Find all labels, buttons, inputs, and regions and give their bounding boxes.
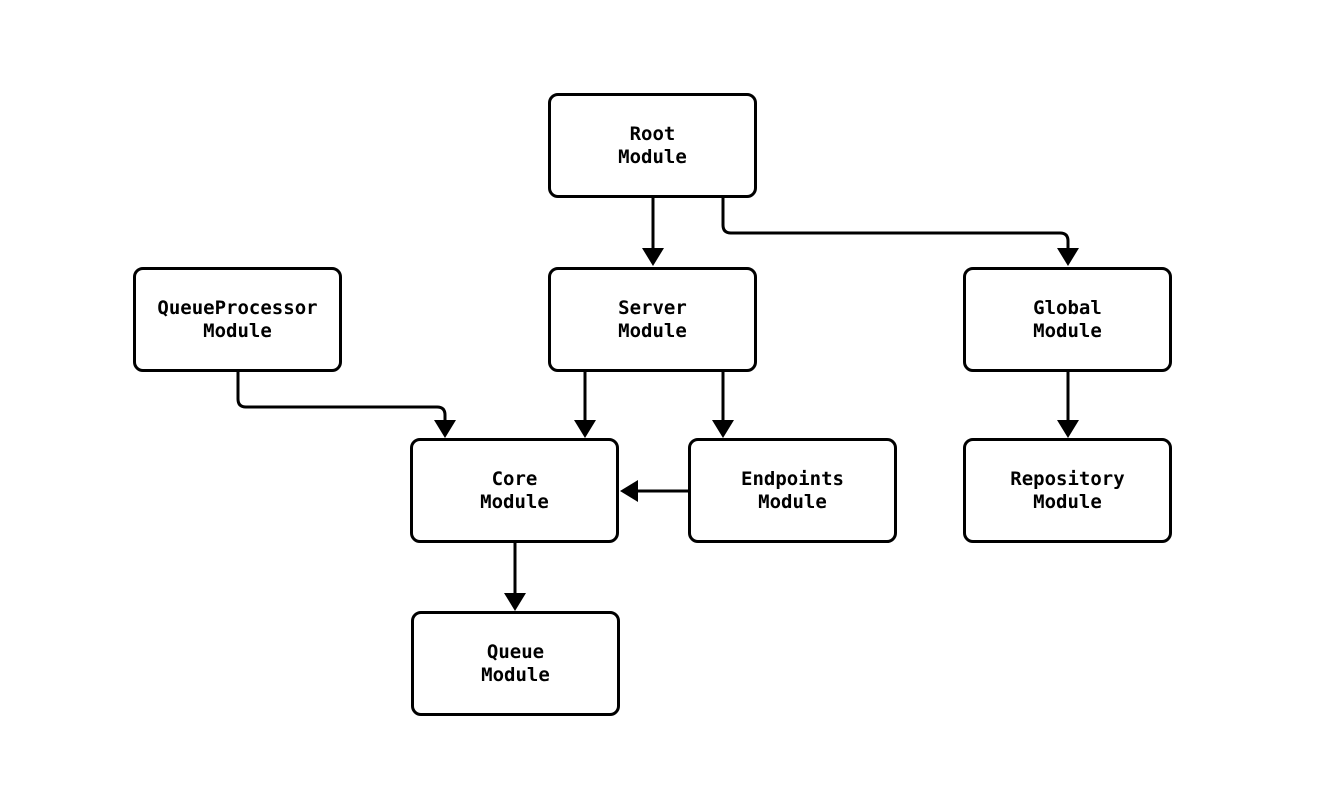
edge-server-to-endpoints [712, 372, 734, 438]
node-queue-module: Queue Module [411, 611, 620, 716]
node-endpoints-module-label: Endpoints Module [741, 467, 844, 513]
edge-root-to-server [642, 198, 664, 266]
edge-root-to-global [721, 198, 1079, 266]
edge-core-to-queue [504, 543, 526, 611]
arrowhead-icon [574, 420, 596, 438]
edge-global-to-repository [1057, 372, 1079, 438]
node-endpoints-module: Endpoints Module [688, 438, 897, 543]
node-core-module-label: Core Module [480, 467, 549, 513]
node-repository-module: Repository Module [963, 438, 1172, 543]
node-server-module-label: Server Module [618, 296, 687, 342]
edge-queueprocessor-to-core [236, 372, 456, 438]
node-repository-module-label: Repository Module [1010, 467, 1125, 513]
node-global-module: Global Module [963, 267, 1172, 372]
node-core-module: Core Module [410, 438, 619, 543]
arrowhead-icon [434, 420, 456, 438]
node-global-module-label: Global Module [1033, 296, 1102, 342]
edge-endpoints-to-core [620, 480, 688, 502]
arrowhead-icon [712, 420, 734, 438]
node-root-module: Root Module [548, 93, 757, 198]
node-root-module-label: Root Module [618, 122, 687, 168]
arrowhead-icon [504, 593, 526, 611]
node-server-module: Server Module [548, 267, 757, 372]
arrowhead-icon [1057, 248, 1079, 266]
arrowhead-icon [620, 480, 638, 502]
node-queueprocessor-module-label: QueueProcessor Module [157, 296, 318, 342]
arrowhead-icon [642, 248, 664, 266]
edge-server-to-core [574, 372, 596, 438]
node-queue-module-label: Queue Module [481, 640, 550, 686]
node-queueprocessor-module: QueueProcessor Module [133, 267, 342, 372]
arrowhead-icon [1057, 420, 1079, 438]
